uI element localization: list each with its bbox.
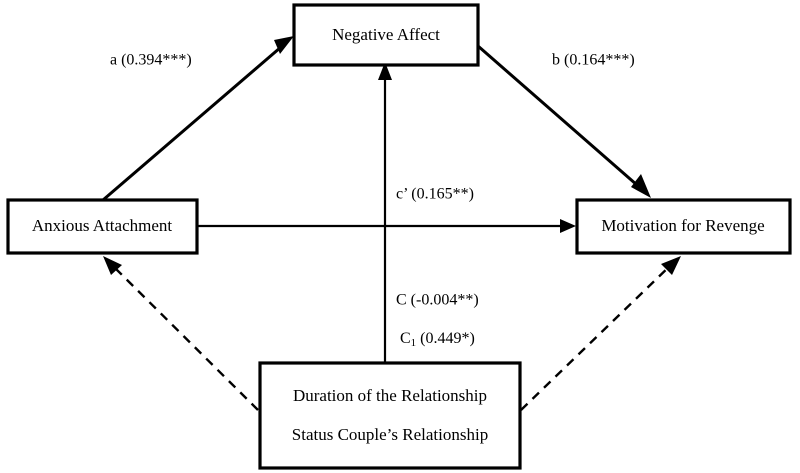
node-anxious-attachment-label: Anxious Attachment [32,216,173,235]
edge-label-path-C1-subscript: 1 [411,337,417,349]
node-anxious-attachment[interactable]: Anxious Attachment [6,198,199,255]
edge-label-path-C1: C1 (0.449*) [400,330,475,349]
arrowhead-path-b [631,174,651,198]
arrowhead-path-C [378,62,392,80]
arrowhead-path-a [274,36,294,54]
node-motivation-for-revenge-label: Motivation for Revenge [601,216,764,235]
edge-label-path-C: C (-0.004**) [396,292,479,309]
edge-label-path-c-prime: c’ (0.165**) [396,186,474,203]
edge-path-C [378,62,392,363]
node-covariates-label-duration: Duration of the Relationship [293,386,487,405]
edge-label-path-a: a (0.394***) [110,52,192,69]
arrowhead-covariates-to-anxious-attachment [103,256,122,275]
node-negative-affect[interactable]: Negative Affect [292,3,480,67]
edge-path-c-prime [197,219,576,233]
node-covariates[interactable]: Duration of the Relationship Status Coup… [258,361,522,470]
arrowhead-covariates-to-motivation-for-revenge [661,256,681,275]
edge-label-path-b: b (0.164***) [552,52,635,69]
edge-covariates-to-motivation-for-revenge [520,256,681,411]
arrowhead-path-c-prime [560,219,576,233]
edge-path-a [102,36,294,202]
edge-label-path-C1-main: C [400,330,411,347]
edge-covariates-to-anxious-attachment [103,256,259,411]
node-motivation-for-revenge[interactable]: Motivation for Revenge [575,198,792,255]
node-covariates-label-status: Status Couple’s Relationship [292,425,488,444]
edge-label-path-C1-rest: (0.449*) [416,330,475,347]
node-negative-affect-label: Negative Affect [332,25,440,44]
edge-path-b [477,44,651,198]
